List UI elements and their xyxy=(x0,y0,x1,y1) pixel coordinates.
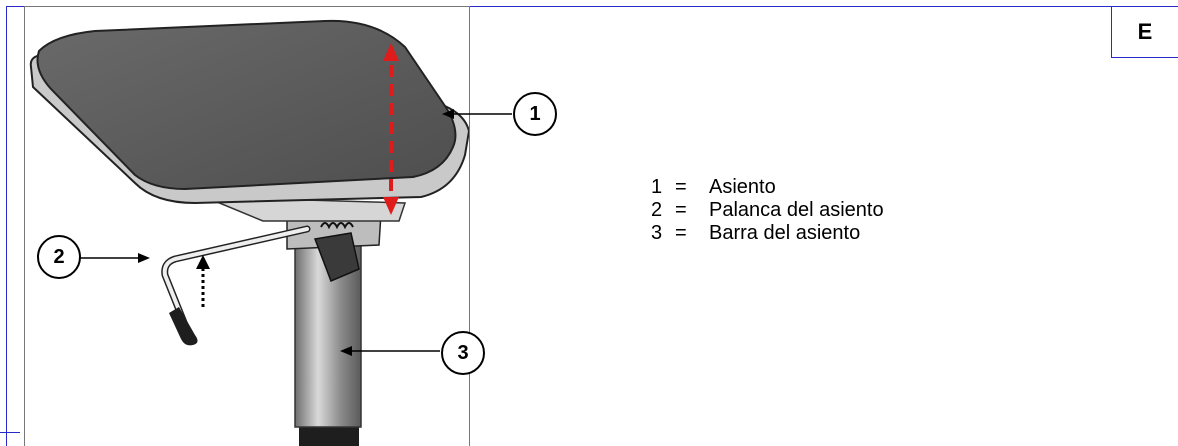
legend-number: 3 xyxy=(651,222,663,244)
callout-3-label: 3 xyxy=(457,341,469,364)
seat-illustration xyxy=(24,6,470,446)
seat-underframe xyxy=(204,196,407,222)
parts-legend: 1 = Asiento 2 = Palanca del asiento 3 = … xyxy=(651,176,884,245)
height-adjust-arrowhead-up xyxy=(383,43,399,61)
page-frame xyxy=(6,6,1178,446)
lever-pull-arrowhead xyxy=(196,255,210,269)
legend-item: 1 = Asiento xyxy=(651,176,884,199)
callout-2-label: 2 xyxy=(53,245,65,268)
legend-separator: = xyxy=(675,199,687,221)
language-badge: E xyxy=(1111,6,1178,58)
legend-separator: = xyxy=(675,222,687,244)
clamp-latch xyxy=(313,232,360,282)
callout-2: 2 xyxy=(37,235,81,279)
footer-rule xyxy=(0,432,20,433)
legend-item: 3 = Barra del asiento xyxy=(651,222,884,245)
legend-label: Barra del asiento xyxy=(709,222,861,244)
seat-spring xyxy=(320,222,354,230)
language-code: E xyxy=(1137,18,1153,44)
legend-item: 2 = Palanca del asiento xyxy=(651,199,884,222)
post-base xyxy=(299,423,359,446)
callout-3: 3 xyxy=(441,331,485,375)
seat-cushion xyxy=(36,19,457,191)
callout-1-label: 1 xyxy=(529,102,541,125)
lever-grip xyxy=(169,307,198,346)
seat-lever-inner xyxy=(162,227,309,327)
legend-number: 1 xyxy=(651,176,663,198)
legend-number: 2 xyxy=(651,199,663,221)
legend-separator: = xyxy=(675,176,687,198)
legend-label: Asiento xyxy=(709,176,776,198)
seat-drawing xyxy=(29,19,469,446)
height-adjust-arrowhead-down xyxy=(383,197,399,215)
callout-1: 1 xyxy=(513,92,557,136)
legend-label: Palanca del asiento xyxy=(709,199,884,221)
